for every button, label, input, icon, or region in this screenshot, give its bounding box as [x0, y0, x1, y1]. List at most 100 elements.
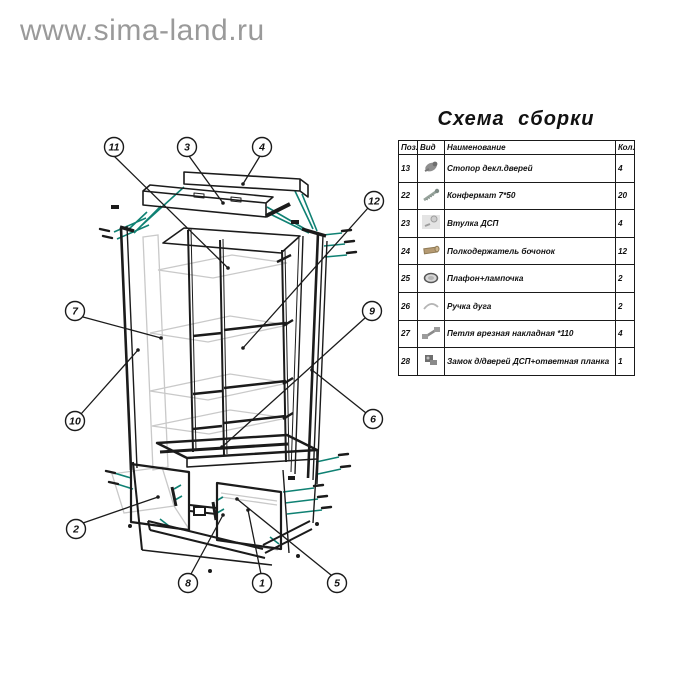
- callout-8: 8: [177, 572, 199, 594]
- part-pos: 28: [398, 347, 418, 376]
- part-view: [417, 209, 445, 238]
- svg-text:10: 10: [69, 416, 81, 428]
- partition-panels-inner: [190, 228, 290, 462]
- svg-text:4: 4: [258, 142, 265, 154]
- part-view: [417, 181, 445, 211]
- table-row: 23 Втулка ДСП 4: [398, 209, 635, 238]
- table-row: 28 Замок д/дверей ДСП+ответная планка 1: [398, 347, 635, 376]
- part-pos: 13: [398, 154, 418, 183]
- part-name: Замок д/дверей ДСП+ответная планка: [444, 347, 616, 376]
- left-door-ghost: [142, 234, 169, 471]
- part-view: [417, 236, 445, 266]
- lower-left-edge: [132, 461, 143, 551]
- col-header-pos: Поз.: [398, 140, 418, 155]
- part-qty: 2: [615, 264, 635, 293]
- part-name: Ручка дуга: [444, 291, 616, 321]
- part-pos: 23: [398, 209, 418, 238]
- door-hinge-brackets: [170, 486, 218, 521]
- table-row: 26 Ручка дуга 2: [398, 291, 635, 321]
- svg-text:2: 2: [72, 524, 79, 536]
- callout-leader-lines: [80, 155, 369, 576]
- svg-text:5: 5: [334, 578, 340, 590]
- door-stopper-icon: [424, 161, 438, 173]
- part-name: Конфермат 7*50: [444, 181, 616, 211]
- svg-text:9: 9: [369, 306, 375, 318]
- col-header-name: Наименование: [444, 140, 616, 155]
- callout-6: 6: [362, 408, 384, 430]
- top-cornice-panel: [183, 171, 309, 198]
- side-panel-inner-edges: [126, 225, 328, 554]
- part-pos: 27: [398, 319, 418, 349]
- part-qty: 12: [615, 236, 635, 266]
- part-view: [417, 291, 445, 321]
- col-header-qty: Кол.: [615, 140, 635, 155]
- callout-1: 1: [251, 572, 273, 594]
- callout-9: 9: [361, 300, 383, 322]
- callout-7: 7: [64, 300, 86, 322]
- table-row: 24 Полкодержатель бочонок 12: [398, 236, 635, 266]
- part-qty: 4: [615, 154, 635, 183]
- part-pos: 24: [398, 236, 418, 266]
- callout-bubbles: 11 3 4 12 7 9 10 6: [64, 136, 385, 594]
- svg-text:1: 1: [259, 578, 265, 590]
- parts-table: Поз. Вид Наименование Кол. 13 Стопор дек…: [398, 140, 635, 376]
- part-name: Стопор декл.дверей: [444, 154, 616, 183]
- callout-leader-dots: [136, 182, 314, 517]
- arc-handle-icon: [423, 303, 439, 310]
- svg-text:11: 11: [109, 142, 120, 154]
- callout-2: 2: [65, 518, 87, 540]
- side-panel-thin-edge: [290, 237, 300, 473]
- part-qty: 4: [615, 209, 635, 238]
- side-panel-outer-edges: [119, 227, 320, 479]
- callout-4: 4: [251, 136, 273, 158]
- svg-text:8: 8: [185, 578, 191, 590]
- part-view: [417, 347, 445, 376]
- lamp-shade-icon: [423, 272, 439, 283]
- part-view: [417, 319, 445, 349]
- part-qty: 1: [615, 347, 635, 376]
- col-header-view: Вид: [417, 140, 445, 155]
- handle-rail-ghost: [220, 492, 278, 506]
- bottom-front-band: [141, 450, 318, 566]
- part-name: Плафон+лампочка: [444, 264, 616, 293]
- confirmat-screw-icon: [423, 188, 440, 201]
- wardrobe-structure: [119, 171, 328, 566]
- door-lock-icon: [425, 355, 437, 366]
- top-board-end-cap: [265, 202, 291, 218]
- door-lock-body: [193, 506, 206, 516]
- cabinet-top-panel: [162, 227, 301, 254]
- part-pos: 26: [398, 291, 418, 321]
- shelf-panels: [149, 254, 289, 435]
- top-shelf-board: [142, 184, 274, 218]
- confirmat-screw-marks: [98, 227, 358, 510]
- shelf-support-barrel-icon: [423, 245, 440, 255]
- part-view: [417, 264, 445, 293]
- callout-10: 10: [64, 410, 86, 432]
- callout-11: 11: [103, 136, 125, 158]
- svg-text:6: 6: [370, 414, 376, 426]
- side-panel-top-caps: [119, 225, 327, 238]
- table-row: 22 Конфермат 7*50 20: [398, 181, 635, 211]
- callout-12: 12: [363, 190, 385, 212]
- hinge-icon: [422, 326, 440, 339]
- part-name: Втулка ДСП: [444, 209, 616, 238]
- assembly-guide-lines: [113, 186, 348, 545]
- bottom-panel-band: [159, 442, 289, 454]
- table-row: 13 Стопор декл.дверей 4: [398, 154, 635, 183]
- part-pos: 22: [398, 181, 418, 211]
- gray-ghost-panels: [111, 234, 289, 551]
- part-view: [417, 154, 445, 183]
- callout-3: 3: [176, 136, 198, 158]
- part-qty: 2: [615, 291, 635, 321]
- dsp-sleeve-icon: [422, 215, 440, 230]
- page-title: Схема сборки: [437, 108, 595, 130]
- part-pos: 25: [398, 264, 418, 293]
- parts-table-header: Поз. Вид Наименование Кол.: [398, 140, 635, 155]
- part-name: Полкодержатель бочонок: [444, 236, 616, 266]
- partition-panels: [187, 229, 287, 463]
- watermark-text: www.sima-land.ru: [20, 14, 265, 47]
- table-row: 25 Плафон+лампочка 2: [398, 264, 635, 293]
- part-name: Петля врезная накладная *110: [444, 319, 616, 349]
